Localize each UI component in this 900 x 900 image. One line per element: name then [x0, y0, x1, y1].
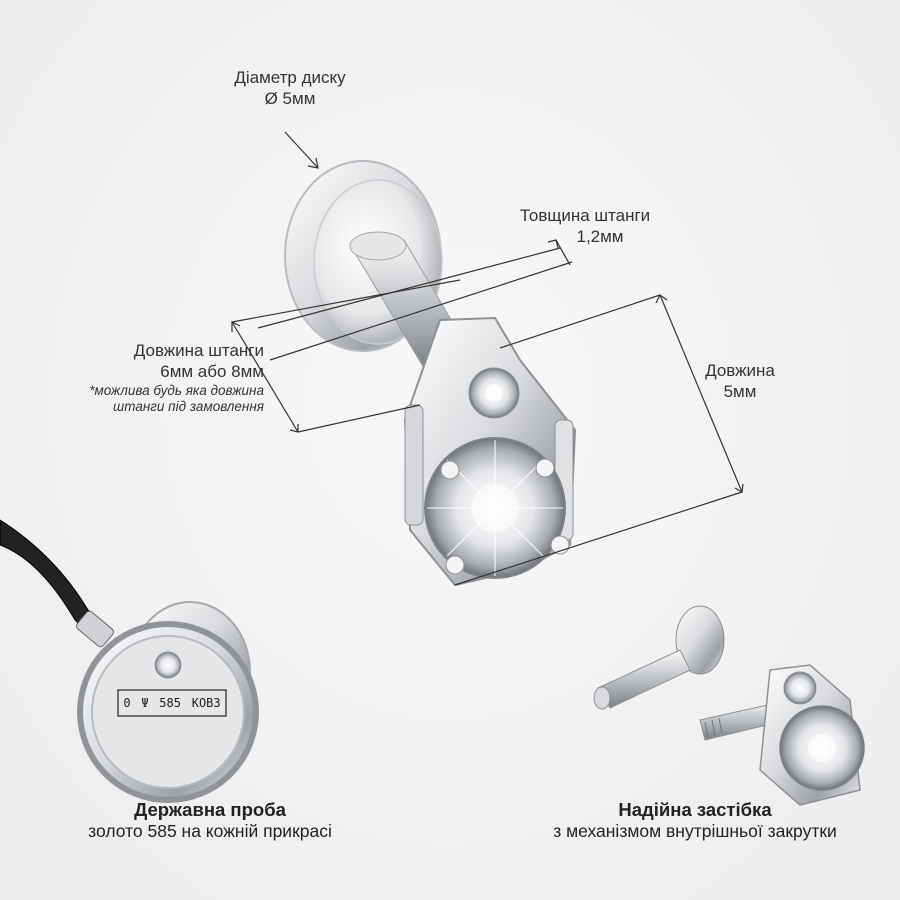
disc-diameter-title: Діаметр диску [234, 68, 346, 87]
stamp-left: 0 [123, 696, 131, 710]
clasp-subtitle: з механізмом внутрішньої закрутки [553, 821, 837, 842]
stone-setting [403, 316, 577, 587]
length-value: 5мм [723, 382, 757, 402]
bar-length-label: Довжина штанги 6мм або 8мм *можлива будь… [28, 340, 264, 415]
bar-thickness-label: Товщина штанги 1,2мм [480, 205, 690, 248]
hallmark-label: Державна проба золото 585 на кожній прик… [40, 798, 380, 843]
trident-icon: Ψ [141, 696, 149, 710]
bar-length-value: 6мм або 8мм [160, 362, 264, 382]
bar-thickness-title: Товщина штанги [519, 206, 651, 225]
disc-diameter-value: Ø 5мм [264, 89, 316, 109]
bar-length-note-1: *можлива будь яка довжина [89, 382, 264, 398]
stamp-right: КОВЗ [191, 696, 221, 710]
bar-length-note-2: штанги під замовлення [113, 398, 264, 414]
bar-length-title: Довжина штанги [133, 341, 264, 360]
length-label: Довжина 5мм [680, 360, 800, 403]
dimension-lines [231, 131, 744, 586]
bar-thickness-value: 1,2мм [576, 227, 624, 247]
clasp-label: Надійна застібка з механізмом внутрішньо… [500, 798, 890, 843]
clasp-title: Надійна застібка [618, 799, 772, 820]
hallmark-title: Державна проба [134, 799, 286, 820]
hallmark-magnifier [0, 519, 259, 803]
disc-diameter-label: Діаметр диску Ø 5мм [190, 67, 390, 110]
clasp-illustration [593, 605, 865, 806]
hallmark-stamp: 0 Ψ 585 КОВЗ [118, 692, 226, 714]
length-title: Довжина [705, 361, 775, 380]
hallmark-subtitle: золото 585 на кожній прикрасі [88, 821, 332, 842]
stamp-number: 585 [159, 696, 181, 710]
